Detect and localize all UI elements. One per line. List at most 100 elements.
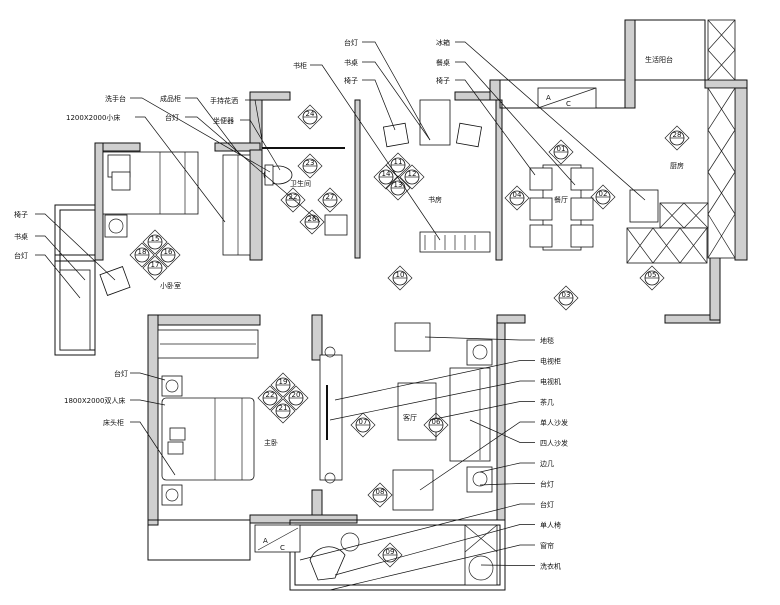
svg-text:09: 09: [386, 548, 395, 556]
svg-text:台灯: 台灯: [14, 251, 28, 260]
svg-text:手持花洒: 手持花洒: [210, 96, 238, 105]
svg-text:08: 08: [376, 488, 385, 496]
svg-text:台灯: 台灯: [165, 113, 179, 122]
marker-12: 12: [399, 164, 425, 190]
marker-09: 09: [377, 542, 403, 568]
marker-05: 05: [639, 265, 665, 291]
leader-line: [299, 503, 535, 561]
marker-24: 24: [297, 104, 323, 130]
leader-line: [419, 421, 535, 491]
svg-text:28: 28: [673, 131, 682, 139]
svg-text:23: 23: [306, 159, 315, 167]
svg-text:10: 10: [396, 271, 405, 279]
marker-04: 04: [504, 185, 530, 211]
single-chair: [309, 546, 346, 581]
marker-18: 18: [129, 242, 155, 268]
tv-cabinet: [319, 354, 343, 481]
marker-16: 16: [155, 242, 181, 268]
svg-text:15: 15: [151, 235, 160, 243]
ac-unit-bottom: A C: [254, 524, 301, 553]
marker-03: 03: [553, 285, 579, 311]
marker-10: 10: [387, 265, 413, 291]
svg-text:书柜: 书柜: [293, 61, 307, 70]
desk: [59, 269, 91, 351]
label-right: 窗帘: [540, 541, 554, 550]
svg-text:03: 03: [562, 291, 571, 299]
svg-text:成品柜: 成品柜: [160, 94, 181, 103]
svg-text:05: 05: [648, 271, 657, 279]
svg-text:19: 19: [279, 378, 288, 386]
study-desk: [419, 99, 451, 146]
svg-text:17: 17: [151, 261, 160, 269]
marker-22: 22: [280, 187, 306, 213]
leader-line: [469, 419, 535, 443]
walls: [54, 19, 748, 591]
marker-22b: 22: [257, 385, 283, 411]
label-right: 茶几: [540, 398, 554, 407]
marker-02: 02: [590, 184, 616, 210]
leader-line: [479, 462, 535, 473]
label-right: 四人沙发: [540, 439, 568, 448]
svg-text:20: 20: [292, 391, 301, 399]
furniture: [59, 19, 736, 586]
leader-line: [329, 380, 535, 421]
svg-text:22: 22: [266, 391, 275, 399]
marker-28: 28: [664, 125, 690, 151]
svg-text:14: 14: [382, 170, 391, 178]
bedside-lamp: [104, 214, 128, 238]
marker-08: 08: [367, 482, 393, 508]
nightstand: [161, 375, 183, 397]
svg-text:1800X2000双人床: 1800X2000双人床: [64, 396, 125, 405]
leader-line: [334, 360, 535, 401]
washbasin: [324, 214, 348, 236]
wardrobe: [222, 154, 251, 256]
svg-text:台灯: 台灯: [344, 38, 358, 47]
room-bathroom: 卫生间: [290, 179, 311, 188]
svg-text:书桌: 书桌: [344, 58, 358, 67]
marker-20: 20: [283, 385, 309, 411]
svg-text:06: 06: [432, 418, 441, 426]
elevation-markers: 0102030405060708091011121314151617181920…: [129, 104, 690, 568]
label-right: 边几: [540, 459, 554, 468]
svg-text:台灯: 台灯: [114, 369, 128, 378]
marker-17: 17: [142, 255, 168, 281]
ac-unit-top: A C: [537, 87, 597, 109]
svg-text:01: 01: [557, 145, 566, 153]
room-living: 客厅: [403, 413, 417, 422]
svg-text:椅子: 椅子: [14, 210, 28, 219]
svg-text:26: 26: [308, 215, 317, 223]
leader-line: [424, 336, 535, 341]
marker-11: 11: [385, 152, 411, 178]
svg-text:07: 07: [359, 418, 368, 426]
leader-line: [334, 524, 535, 576]
svg-text:11: 11: [394, 158, 403, 166]
svg-text:21: 21: [279, 404, 288, 412]
svg-text:冰箱: 冰箱: [436, 38, 450, 47]
svg-text:C: C: [566, 100, 571, 108]
marker-15: 15: [142, 229, 168, 255]
nightstand: [161, 484, 183, 506]
label-right: 台灯: [540, 480, 554, 489]
label-right: 单人沙发: [540, 418, 568, 427]
side-table: [466, 339, 493, 366]
marker-01: 01: [548, 139, 574, 165]
svg-text:A: A: [546, 94, 551, 102]
leader-line: [480, 564, 535, 566]
svg-text:18: 18: [138, 248, 147, 256]
svg-text:24: 24: [306, 110, 315, 118]
marker-07: 07: [350, 412, 376, 438]
svg-text:书桌: 书桌: [14, 232, 28, 241]
svg-text:坐便器: 坐便器: [213, 116, 234, 125]
marker-21: 21: [270, 398, 296, 424]
room-study: 书房: [428, 195, 442, 204]
double-bed: [161, 397, 255, 481]
label-right: 洗衣机: [540, 562, 561, 571]
svg-text:椅子: 椅子: [436, 76, 450, 85]
rug: [394, 322, 431, 352]
svg-text:C: C: [280, 544, 285, 552]
leader-line: [479, 483, 535, 486]
svg-text:1200X2000小床: 1200X2000小床: [66, 113, 120, 122]
room-small-bedroom: 小卧室: [160, 281, 181, 290]
